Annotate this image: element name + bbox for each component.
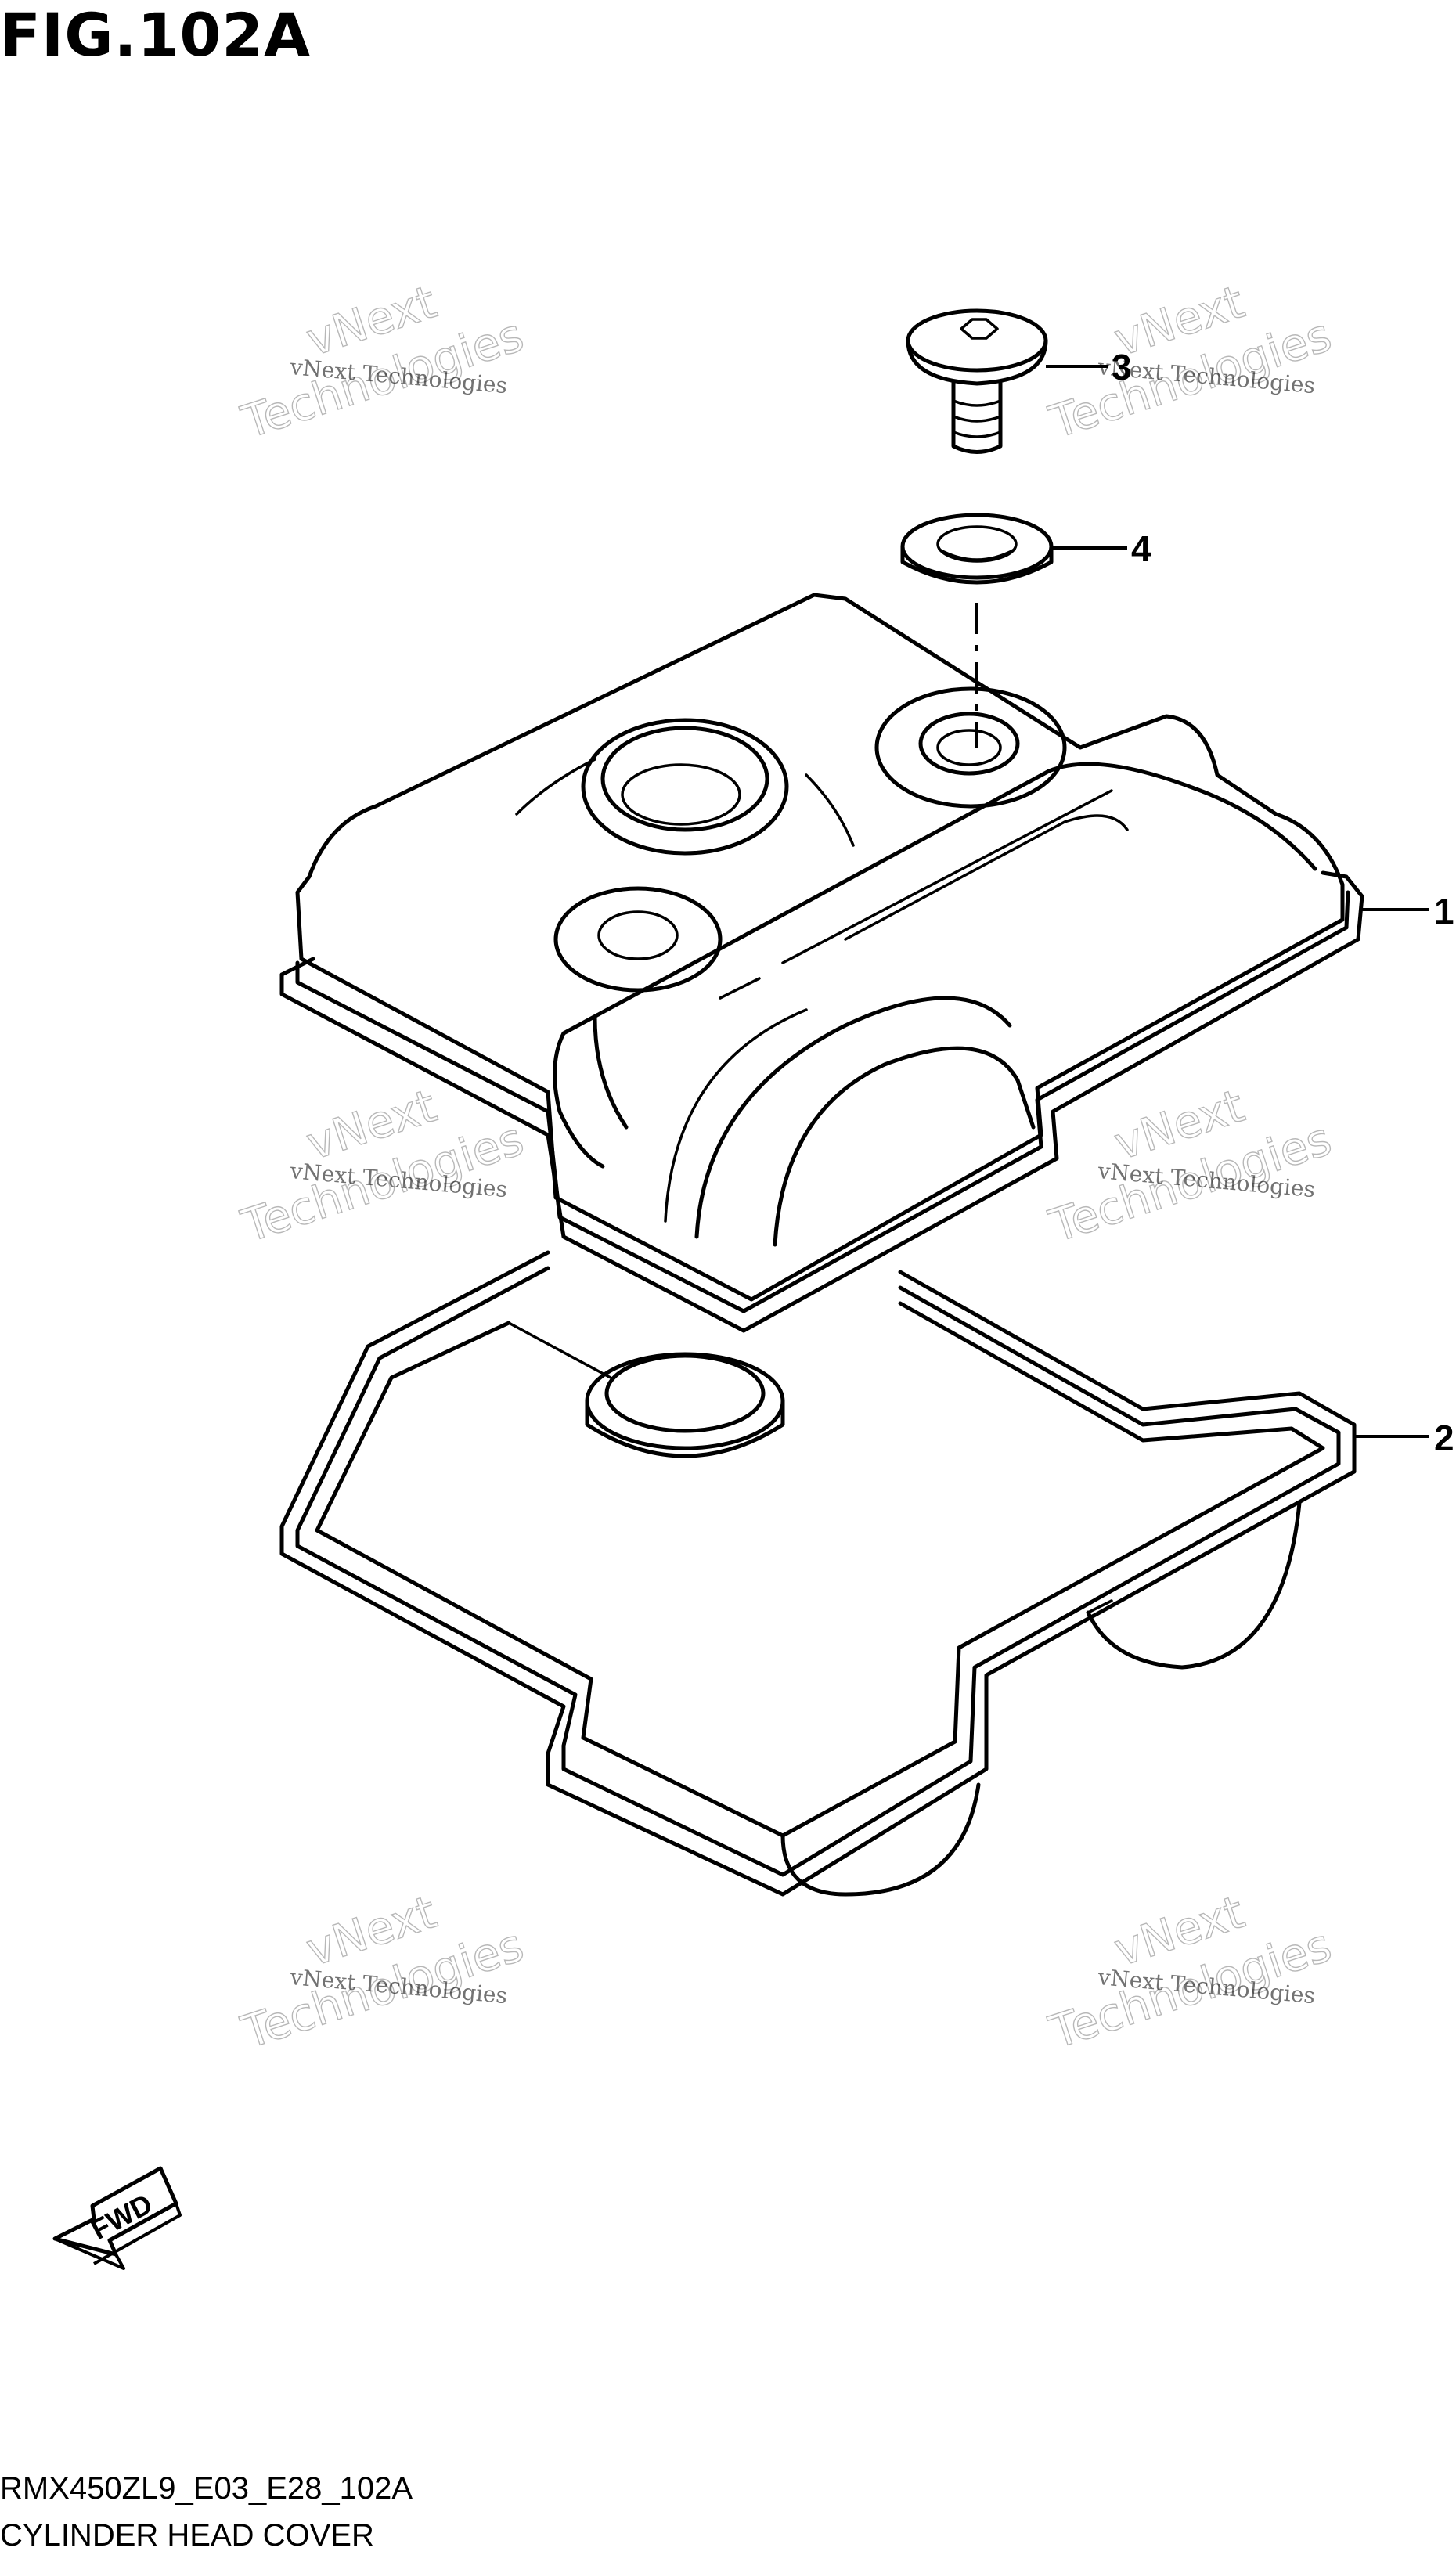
part-4-washer[interactable] — [900, 513, 1054, 585]
callout-2[interactable]: 2 — [1434, 1418, 1454, 1458]
part-3-bolt[interactable] — [906, 308, 1048, 454]
figure-code: RMX450ZL9_E03_E28_102A — [0, 2471, 413, 2506]
watermark-mid-right: vNext Technologies vNext Technologies — [1043, 1079, 1339, 1254]
fwd-arrow-icon: FWD — [52, 2166, 182, 2270]
watermark-top-right: vNext Technologies vNext Technologies — [1043, 275, 1339, 450]
figure-name: CYLINDER HEAD COVER — [0, 2518, 374, 2553]
watermark-mid-left: vNext Technologies vNext Technologies — [235, 1079, 531, 1254]
callout-1[interactable]: 1 — [1434, 891, 1454, 931]
part-1-cylinder-head-cover[interactable] — [279, 593, 1364, 1333]
watermark-top-left: vNext Technologies vNext Technologies — [235, 275, 531, 450]
callout-3[interactable]: 3 — [1112, 347, 1132, 387]
watermark-bottom-right: vNext Technologies vNext Technologies — [1043, 1885, 1339, 2060]
callout-4[interactable]: 4 — [1131, 528, 1151, 569]
watermark-bottom-left: vNext Technologies vNext Technologies — [235, 1885, 531, 2060]
figure-title: FIG.102A — [0, 0, 311, 70]
part-2-gasket[interactable] — [279, 1250, 1357, 1897]
